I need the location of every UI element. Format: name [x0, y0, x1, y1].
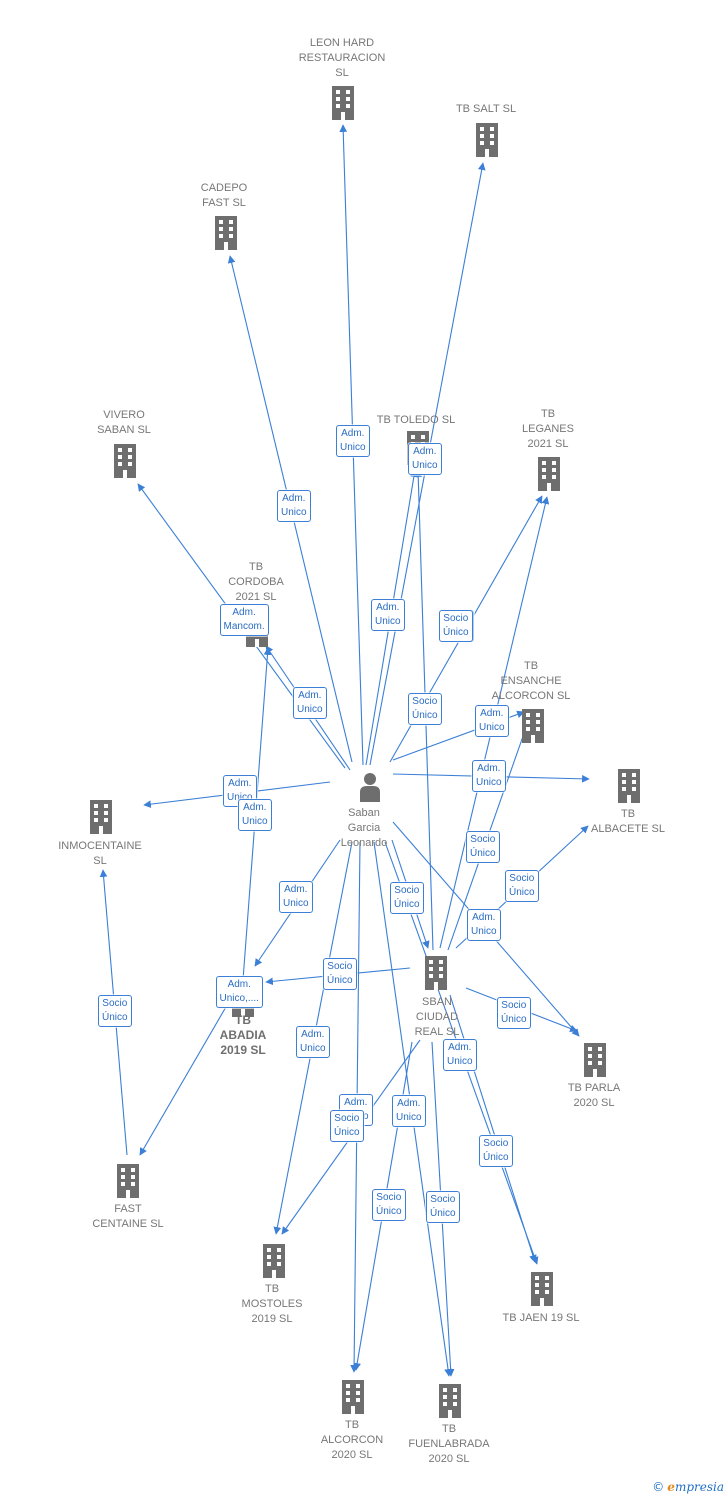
node-label-mostoles[interactable]: TB MOSTOLES 2019 SL: [241, 1282, 303, 1325]
relation-label-sban-fuenlabrada[interactable]: Socio Único: [426, 1191, 460, 1223]
node-label-fast[interactable]: FAST CENTAINE SL: [92, 1203, 164, 1230]
relation-label-sban-leganes[interactable]: Socio Único: [439, 610, 473, 642]
building-icon[interactable]: [538, 457, 560, 491]
relation-label-sban-parla[interactable]: Socio Único: [497, 997, 531, 1029]
node-label-vivero[interactable]: VIVERO SABAN SL: [97, 409, 151, 436]
relation-label-person-sban[interactable]: Socio Único: [390, 882, 424, 914]
node-label-abadia[interactable]: TB ABADIA 2019 SL: [219, 1012, 267, 1057]
building-icon[interactable]: [117, 1164, 139, 1198]
node-label-inmo[interactable]: INMOCENTAINE SL: [58, 840, 142, 867]
relation-label-abadia-cordoba[interactable]: Adm. Unico: [238, 799, 272, 831]
relation-label-sban-albacete[interactable]: Socio Único: [505, 870, 539, 902]
node-label-ensanche[interactable]: TB ENSANCHE ALCORCON SL: [491, 659, 571, 702]
relation-label-person-albacete[interactable]: Adm. Unico: [472, 760, 506, 792]
building-icon[interactable]: [90, 800, 112, 834]
relation-label-sban-toledo[interactable]: Socio Único: [408, 693, 442, 725]
building-icon[interactable]: [425, 956, 447, 990]
relation-label-sban-abadia[interactable]: Socio Único: [323, 958, 357, 990]
relation-label-person-leon[interactable]: Adm. Unico: [336, 425, 370, 457]
building-icon[interactable]: [476, 123, 498, 157]
node-label-person[interactable]: Saban Garcia Leonardo: [340, 806, 388, 849]
node-label-salt[interactable]: TB SALT SL: [455, 102, 517, 115]
relation-label-person-salt[interactable]: Adm. Unico: [408, 443, 442, 475]
building-icon[interactable]: [114, 444, 136, 478]
relation-label-fast-inmo[interactable]: Socio Único: [98, 995, 132, 1027]
relation-label-person-cordoba[interactable]: Adm. Unico: [293, 687, 327, 719]
node-label-alcorcon[interactable]: TB ALCORCON 2020 SL: [320, 1418, 384, 1461]
relation-label-person-jaen[interactable]: Adm. Unico: [443, 1039, 477, 1071]
relation-label-person-cadepo[interactable]: Adm. Unico: [277, 490, 311, 522]
relation-label-sban-mostoles[interactable]: Socio Único: [330, 1110, 364, 1142]
edges-layer: [99, 124, 590, 1377]
relation-label-person-fuenlabrada[interactable]: Adm. Unico: [392, 1095, 426, 1127]
building-icon[interactable]: [332, 86, 354, 120]
relation-label-sban-jaen[interactable]: Socio Único: [479, 1135, 513, 1167]
building-icon[interactable]: [215, 216, 237, 250]
node-label-leganes[interactable]: TB LEGANES 2021 SL: [522, 407, 574, 450]
relation-label-person-parla[interactable]: Adm. Unico: [467, 909, 501, 941]
relation-label-abadia-fast[interactable]: Adm. Unico,....: [215, 976, 263, 1008]
relation-label-sban-alcorcon[interactable]: Socio Único: [372, 1189, 406, 1221]
building-icon[interactable]: [584, 1043, 606, 1077]
relation-label-sban-ensanche[interactable]: Socio Único: [466, 831, 500, 863]
brand-name: mpresia: [674, 1480, 724, 1494]
node-label-toledo[interactable]: TB TOLEDO SL: [376, 413, 456, 426]
relation-label-person-mostoles[interactable]: Adm. Unico: [296, 1026, 330, 1058]
node-label-fuenlabrada[interactable]: TB FUENLABRADA 2020 SL: [408, 1422, 490, 1465]
node-label-parla[interactable]: TB PARLA 2020 SL: [567, 1082, 621, 1109]
brand-initial: e: [667, 1480, 675, 1494]
relation-label-person-ensanche[interactable]: Adm. Unico: [475, 705, 509, 737]
node-label-albacete[interactable]: TB ALBACETE SL: [591, 808, 665, 835]
empresia-brand[interactable]: ©empresia: [652, 1480, 724, 1494]
relation-label-person-toledo[interactable]: Adm. Unico: [371, 599, 405, 631]
node-label-cadepo[interactable]: CADEPO FAST SL: [200, 182, 248, 209]
person-icon[interactable]: [360, 773, 380, 802]
building-icon[interactable]: [531, 1272, 553, 1306]
node-label-jaen[interactable]: TB JAEN 19 SL: [502, 1311, 580, 1324]
building-icon[interactable]: [342, 1380, 364, 1414]
building-icon[interactable]: [618, 769, 640, 803]
node-label-cordoba[interactable]: TB CORDOBA 2021 SL: [228, 560, 284, 603]
relation-label-person-vivero[interactable]: Adm. Mancom.: [219, 604, 269, 636]
relation-edge-abadia-fast: [139, 999, 231, 1156]
node-label-leon[interactable]: LEON HARD RESTAURACION SL: [298, 36, 386, 79]
relation-label-person-abadia[interactable]: Adm. Unico: [279, 881, 313, 913]
building-icon[interactable]: [439, 1384, 461, 1418]
node-label-sban[interactable]: SBAN CIUDAD REAL SL: [414, 995, 460, 1038]
building-icon[interactable]: [522, 709, 544, 743]
copyright-icon: ©: [652, 1480, 665, 1494]
building-icon[interactable]: [263, 1244, 285, 1278]
